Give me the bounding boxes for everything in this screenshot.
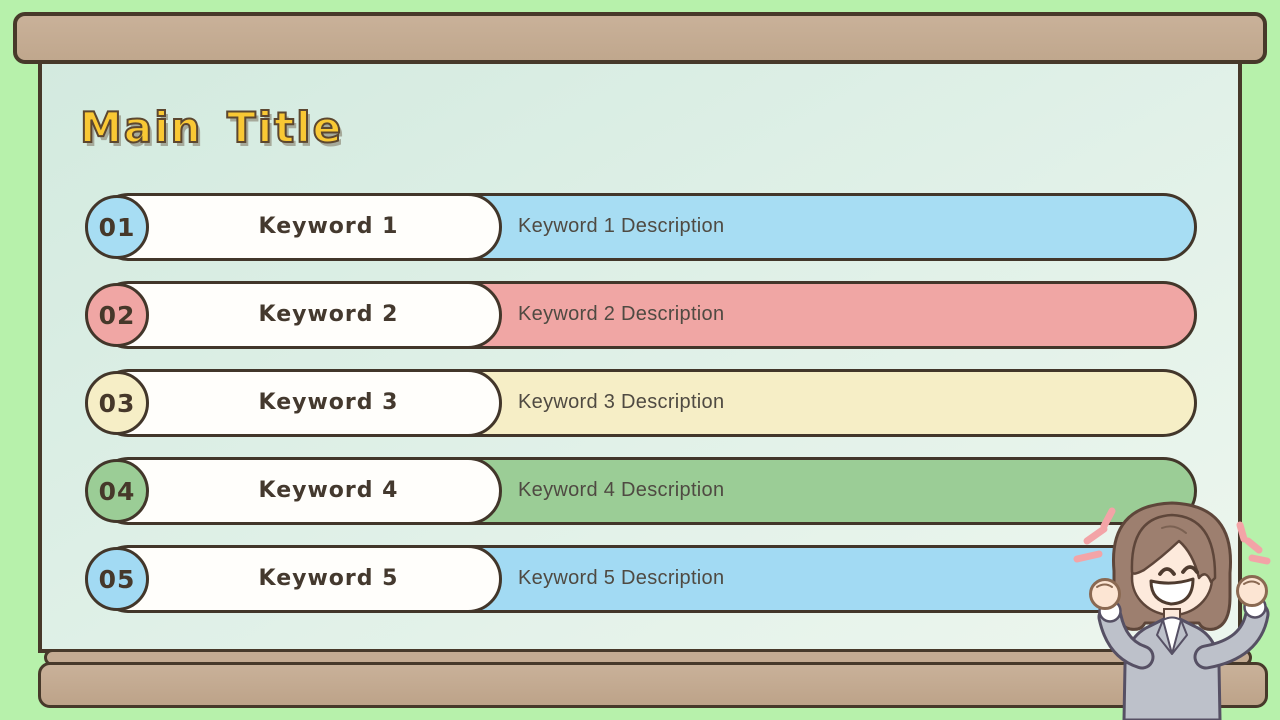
keyword-row: Keyword 2 Description Keyword 2 02 — [85, 281, 1197, 349]
keyword-number: 02 — [98, 300, 136, 330]
suit-lapels — [1156, 619, 1188, 655]
keyword-number: 01 — [98, 212, 136, 242]
keyword-number-badge: 03 — [85, 371, 149, 435]
keyword-description: Keyword 2 Description — [518, 303, 725, 325]
keyword-description: Keyword 4 Description — [518, 479, 725, 501]
sparkle-icon — [1073, 507, 1271, 565]
keyword-number-badge: 05 — [85, 547, 149, 611]
keyword-label: Keyword 1 — [258, 214, 399, 239]
keyword-description: Keyword 1 Description — [518, 215, 725, 237]
keyword-row: Keyword 4 Description Keyword 4 04 — [85, 457, 1197, 525]
keyword-description: Keyword 5 Description — [518, 567, 725, 589]
open-smile-mouth — [1149, 577, 1195, 606]
keyword-number-badge: 02 — [85, 283, 149, 347]
happy-eyes — [1158, 565, 1199, 576]
right-arm — [1193, 601, 1270, 670]
cheering-businesswoman-illustration — [1073, 501, 1271, 720]
keyword-number: 05 — [98, 564, 136, 594]
hair-bangs — [1130, 513, 1217, 584]
keyword-label: Keyword 3 — [258, 390, 399, 415]
bottom-wood-bar — [38, 662, 1268, 708]
keyword-label: Keyword 4 — [258, 478, 399, 503]
keyword-number: 04 — [98, 476, 136, 506]
keyword-label: Keyword 2 — [258, 302, 399, 327]
keyword-number-badge: 01 — [85, 195, 149, 259]
keyword-pill — [95, 369, 502, 437]
keyword-number: 03 — [98, 388, 136, 418]
keyword-pill — [95, 457, 502, 525]
top-wood-bar — [13, 12, 1267, 64]
left-fist — [1089, 578, 1121, 610]
page-title: Main Title — [79, 102, 344, 153]
keyword-row: Keyword 5 Description Keyword 5 05 — [85, 545, 1197, 613]
keyword-number-badge: 04 — [85, 459, 149, 523]
keyword-description: Keyword 3 Description — [518, 391, 725, 413]
keyword-row: Keyword 1 Description Keyword 1 01 — [85, 193, 1197, 261]
right-fist — [1236, 575, 1268, 607]
keyword-label: Keyword 5 — [258, 566, 399, 591]
keyword-row: Keyword 3 Description Keyword 3 03 — [85, 369, 1197, 437]
